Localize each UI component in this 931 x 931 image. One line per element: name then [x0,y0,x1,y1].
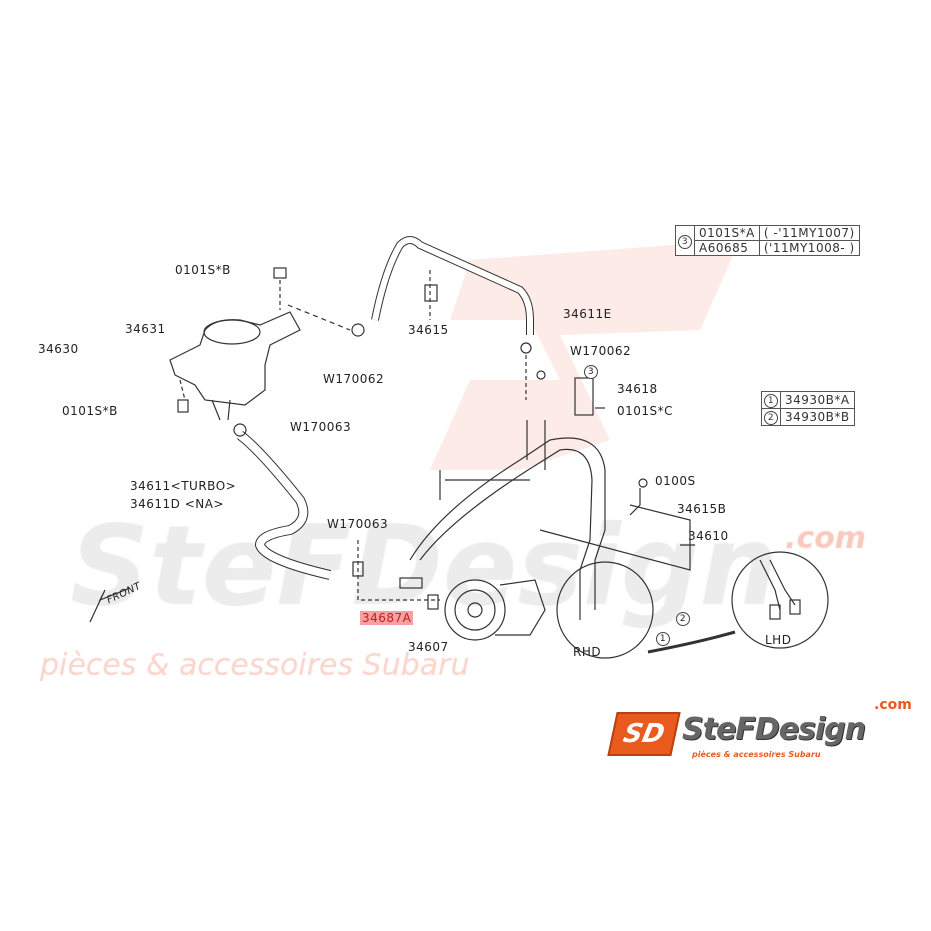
label-clamp-left-top: W170062 [323,372,385,386]
label-clamp-tank: W170063 [290,420,352,434]
label-bracket: 34618 [617,382,658,396]
table3-part: 0101S*A [694,225,760,241]
label-bolt-top: 0101S*B [175,263,231,277]
label-hose-e: 34611E [563,307,612,321]
label-rhd: RHD [573,645,602,659]
logo-mark: SD [607,712,681,756]
label-highlighted-part[interactable]: 34687A [360,611,414,625]
power-steering-pump [444,579,546,641]
table3-part: A60685 [694,240,760,256]
label-clamp-pump: W170063 [327,517,389,531]
table3-range: ( -'11MY1007) [758,225,860,241]
variant-table-3: 3 0101S*A ( -'11MY1007) A60685 ('11MY100… [675,225,860,256]
table12-marker: 1 [761,391,781,409]
label-clamp-right: W170062 [570,344,632,358]
callout-2: 2 [676,610,690,626]
logo-tagline: pièces & accessoires Subaru [692,750,821,759]
label-pump: 34607 [408,640,449,654]
label-bolt-0100: 0100S [655,474,696,488]
label-tank: 34630 [38,342,79,356]
table12-part: 34930B*B [780,408,855,426]
table12-part: 34930B*A [780,391,855,409]
label-bolt-bottom: 0101S*B [62,404,118,418]
table12-marker: 2 [761,408,781,426]
logo-brand: SteFDesign [682,712,866,747]
label-pipe: 34610 [688,529,729,543]
label-clip: 34615 [408,323,449,337]
stefdesign-logo: SD SteFDesign .com pièces & accessoires … [607,698,927,766]
logo-domain: .com [874,697,912,713]
variant-table-12: 1 34930B*A 2 34930B*B [761,391,855,426]
table3-marker: 3 [675,225,695,256]
label-hose-na: 34611D <NA> [130,497,225,511]
label-clip-b: 34615B [677,502,727,516]
table3-range: ('11MY1008- ) [758,240,860,256]
label-bolt-c: 0101S*C [617,404,674,418]
callout-3: 3 [584,363,598,379]
label-hose-turbo: 34611<TURBO> [130,479,237,493]
callout-1: 1 [656,630,670,646]
label-cap: 34631 [125,322,166,336]
reservoir-tank [169,311,301,421]
label-lhd: LHD [765,633,792,647]
